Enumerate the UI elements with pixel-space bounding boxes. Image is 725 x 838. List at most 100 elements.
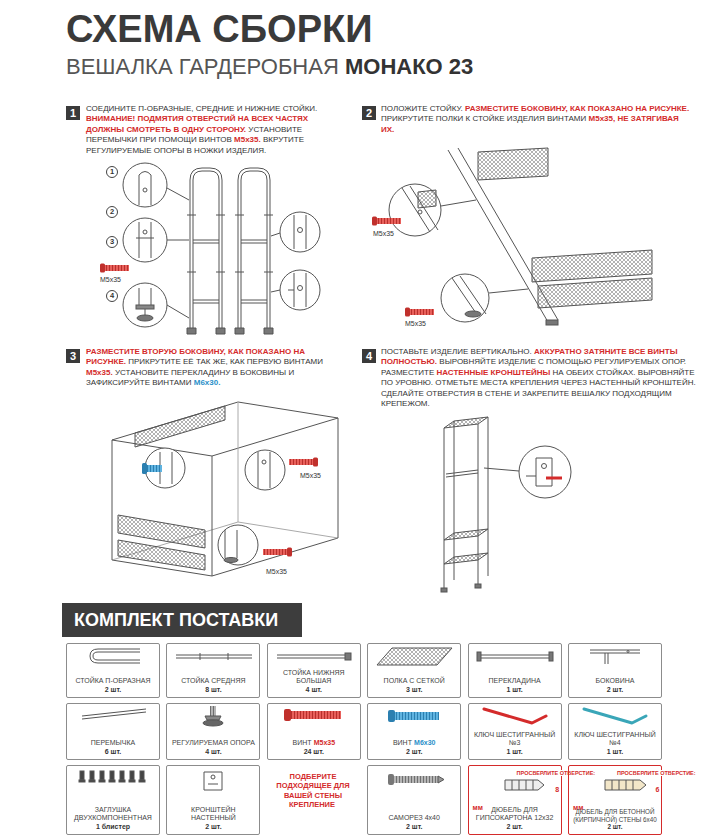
part-name: ВИНТ: [293, 739, 312, 746]
step4-illustration: [546, 477, 562, 480]
step3-illustration: [245, 450, 285, 490]
step1-illustration: [187, 328, 273, 334]
kit-icons: [211, 775, 215, 779]
part-quantity: 4 шт.: [205, 748, 221, 755]
kit-cell: САМОРЕЗ 4х402 шт.: [367, 765, 461, 835]
step2-illustration: [418, 190, 436, 208]
kit-cell: СТОЙКА НИЖНЯЯ БОЛЬШАЯ4 шт.: [267, 643, 361, 698]
step1-illustration: [123, 218, 167, 262]
step4-illustration: [446, 470, 478, 477]
part-quantity: 8 шт.: [205, 686, 221, 693]
detail-number: 2: [106, 206, 118, 218]
step3-illustration: [135, 406, 225, 447]
kit-icons: [627, 651, 629, 653]
step4-illustration: [441, 417, 571, 592]
kit-cell: БОКОВИНА2 шт.: [568, 643, 662, 698]
detail-number: 1: [106, 166, 118, 178]
step1-illustration: [100, 163, 320, 334]
part-name: РЕГУЛИРУЕМАЯ ОПОРА: [172, 739, 255, 746]
step-number: 2: [362, 106, 376, 120]
instruction-text-block: ПОСТАВЬТЕ ИЗДЕЛИЕ ВЕРТИКАЛЬНО.АККУРАТНО …: [381, 347, 696, 409]
step4-illustration: [444, 417, 488, 428]
kit-icons: [204, 772, 222, 790]
kit-icons: [100, 771, 104, 780]
kit-cell: ПОЛКА С СЕТКОЙ 3 шт.: [367, 643, 461, 698]
part-name: М5х35: [314, 739, 335, 746]
step3-illustration: [225, 530, 237, 558]
kit-icons: [139, 780, 145, 782]
kit-cell: ВИНТМ5х35 24 шт.: [267, 703, 361, 760]
kit-icons: [284, 709, 291, 721]
kit-icons: [208, 784, 218, 785]
step1-illustration: [280, 212, 320, 252]
detail-number: 3: [106, 236, 118, 248]
detail-circle: [107, 207, 118, 218]
part-name: ПОЛКА С СЕТКОЙ: [384, 677, 445, 684]
kit-icons: [109, 780, 115, 782]
step4-illustration: [536, 458, 552, 486]
part-quantity: 3 шт.: [406, 686, 422, 693]
step4-illustration: [444, 417, 488, 590]
step1-illustration: [137, 315, 153, 321]
callout-label-block: M5x35: [373, 230, 396, 238]
part-name: ЗАГЛУШКА ДВУХКОМПОНЕНТНАЯ: [74, 806, 152, 821]
step1-illustration: [136, 222, 154, 258]
kit-icons: [388, 710, 395, 722]
step1-illustration: [123, 163, 167, 207]
kit-cell: СТОЙКА П-ОБРАЗНАЯ2 шт.: [66, 643, 160, 698]
step3-illustration: [112, 402, 338, 576]
part-quantity: 24 шт.: [304, 748, 324, 755]
detail-number-text: 1: [110, 167, 114, 176]
step3-illustration: [146, 465, 162, 472]
step1-illustration: [145, 309, 146, 315]
step1-illustration: [190, 168, 222, 328]
part-quantity: 6 шт.: [105, 748, 121, 755]
detail-circle: [107, 167, 118, 178]
step1-illustration: [193, 240, 267, 303]
kit-icons: [484, 709, 546, 723]
kit-icons: [210, 706, 216, 716]
step2-illustration: [478, 148, 548, 180]
step1-illustration: [139, 288, 151, 305]
step2-illustration: [402, 186, 438, 232]
step4-illustration: [475, 584, 481, 588]
kit-icons: [395, 712, 439, 720]
step2-illustration: [418, 210, 422, 214]
part-name: М6х30: [414, 739, 435, 746]
kit-icons: [130, 771, 134, 780]
part-name: ВИНТ: [393, 739, 412, 746]
step1-illustration: [280, 270, 320, 310]
kit-cell: ВИНТМ6х302 шт.: [367, 703, 461, 760]
step3-illustration: [145, 448, 185, 488]
part-quantity: 2 шт.: [608, 823, 623, 830]
instruction-text: НАСТЕННЫЕ КРОНШТЕЙНЫ: [436, 368, 550, 377]
kit-icons: [584, 709, 646, 723]
drill-size: 6 мм: [573, 786, 660, 811]
subtitle: МОНАКО 23: [345, 54, 473, 79]
step1-illustration: [294, 215, 306, 249]
step3-illustration: [263, 548, 292, 557]
instruction-text: М5х35.: [86, 368, 113, 377]
instruction-text-block: РАЗМЕСТИТЕ ВТОРУЮ БОКОВИНУ, КАК ПОКАЗАНО…: [86, 347, 344, 389]
step3-illustration: [118, 540, 205, 570]
callout-label: M5x35: [266, 568, 287, 575]
part-quantity: 1 шт.: [506, 686, 522, 693]
drill-note: ПРОСВЕРЛИТЕ ОТВЕРСТИЕ:: [515, 770, 598, 776]
step4-illustration: [526, 476, 536, 477]
kit-icons: [549, 652, 553, 661]
instruction-text: РАЗМЕСТИТЕ БОКОВИНУ, КАК ПОКАЗАНО НА РИС…: [465, 104, 689, 113]
kit-cell: ПЕРЕКЛАДИНА1 шт.: [468, 643, 562, 698]
callout-label: M5x35: [100, 276, 121, 283]
kit-cell: ПЕРЕМЫЧКА6 шт.: [66, 703, 160, 760]
step1-illustration: [143, 188, 147, 192]
section-title: КОМПЛЕКТ ПОСТАВКИ: [74, 610, 278, 630]
part-name: СТОЙКА СРЕДНЯЯ: [181, 677, 245, 684]
kit-icons: [388, 774, 394, 785]
step4-illustration: [542, 464, 547, 469]
kit-icons: [90, 771, 94, 780]
kit-cell: КЛЮЧ ШЕСТИГРАННЫЙ №31 шт.: [468, 703, 562, 760]
step3-illustration: [238, 402, 239, 522]
part-quantity: 2 шт.: [105, 686, 121, 693]
kit-icons: [480, 655, 550, 658]
